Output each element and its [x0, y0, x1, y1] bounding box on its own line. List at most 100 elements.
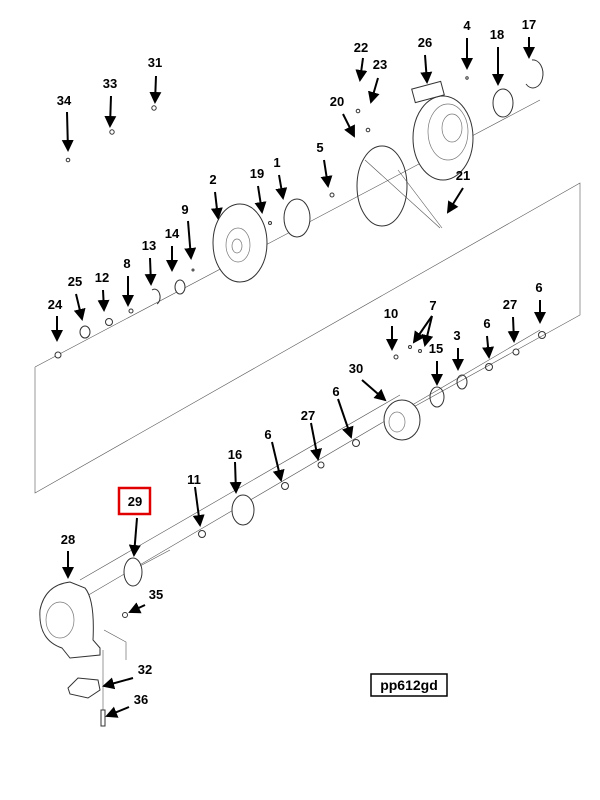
part-30-bearing-housing[interactable] — [383, 399, 421, 441]
callout-11[interactable]: 11 — [187, 472, 201, 487]
callout-arrow-26 — [420, 54, 433, 84]
part-25[interactable] — [79, 325, 91, 339]
part-10[interactable] — [393, 354, 399, 360]
callout-arrow-5 — [320, 159, 333, 188]
callout-4[interactable]: 4 — [463, 18, 471, 33]
callout-33[interactable]: 33 — [103, 76, 117, 91]
callout-6[interactable]: 6 — [332, 384, 339, 399]
part-27-b[interactable] — [317, 461, 325, 469]
part-18[interactable] — [492, 88, 514, 118]
callout-13[interactable]: 13 — [142, 238, 156, 253]
callout-2[interactable]: 2 — [209, 172, 216, 187]
callout-arrow-12 — [97, 289, 110, 312]
callout-20[interactable]: 20 — [330, 94, 344, 109]
callout-arrow-11 — [192, 486, 205, 527]
part-12[interactable] — [105, 318, 113, 326]
part-22[interactable] — [355, 108, 361, 114]
callout-5[interactable]: 5 — [316, 140, 323, 155]
callout-28[interactable]: 28 — [61, 532, 75, 547]
callout-27[interactable]: 27 — [301, 408, 315, 423]
part-28-turbine-housing[interactable] — [39, 581, 101, 659]
part-8[interactable] — [128, 308, 134, 314]
diagram-code-box: pp612gd — [370, 673, 448, 697]
part-6-b[interactable] — [538, 331, 546, 339]
part-9[interactable] — [191, 268, 195, 272]
callout-6[interactable]: 6 — [483, 316, 490, 331]
callout-arrow-27 — [310, 422, 322, 461]
callout-arrow-34 — [61, 111, 74, 152]
part-2-backplate[interactable] — [212, 203, 268, 283]
part-3[interactable] — [456, 374, 468, 390]
callout-27[interactable]: 27 — [503, 297, 517, 312]
callout-23[interactable]: 23 — [373, 57, 387, 72]
part-1-compressor-wheel[interactable] — [283, 198, 311, 238]
part-34[interactable] — [65, 157, 71, 163]
callout-18[interactable]: 18 — [490, 27, 504, 42]
part-5[interactable] — [329, 192, 335, 198]
diagram-code: pp612gd — [380, 677, 438, 693]
part-21[interactable] — [397, 169, 443, 229]
callout-1[interactable]: 1 — [273, 155, 280, 170]
callout-7[interactable]: 7 — [429, 298, 436, 313]
part-6-a[interactable] — [485, 363, 493, 371]
callout-arrow-36 — [105, 706, 130, 718]
callout-arrow-31 — [149, 75, 162, 104]
part-27-a[interactable] — [512, 348, 520, 356]
part-15[interactable] — [429, 386, 445, 408]
part-29-turbine-wheel[interactable] — [123, 549, 171, 587]
part-32-gasket[interactable] — [67, 677, 101, 699]
part-17[interactable] — [525, 59, 544, 89]
part-20-clamp[interactable] — [356, 145, 408, 227]
part-4[interactable] — [465, 76, 469, 80]
callout-31[interactable]: 31 — [148, 55, 162, 70]
part-33[interactable] — [109, 129, 115, 135]
part-11[interactable] — [198, 530, 206, 538]
part-6-d[interactable] — [281, 482, 289, 490]
callout-21[interactable]: 21 — [456, 168, 470, 183]
callout-26[interactable]: 26 — [418, 35, 432, 50]
part-35[interactable] — [122, 612, 128, 618]
part-26-compressor-housing[interactable] — [411, 80, 474, 181]
part-36-bolt[interactable] — [100, 709, 106, 727]
callout-arrow-7 — [412, 315, 433, 344]
callout-arrow-23 — [368, 77, 380, 104]
callout-17[interactable]: 17 — [522, 17, 536, 32]
callout-32[interactable]: 32 — [138, 662, 152, 677]
callout-24[interactable]: 24 — [48, 297, 63, 312]
callout-19[interactable]: 19 — [250, 166, 264, 181]
part-6-c[interactable] — [352, 439, 360, 447]
callout-22[interactable]: 22 — [354, 40, 368, 55]
part-19[interactable] — [268, 221, 272, 225]
callout-25[interactable]: 25 — [68, 274, 82, 289]
callout-30[interactable]: 30 — [349, 361, 363, 376]
part-23[interactable] — [365, 127, 371, 133]
callout-arrow-7 — [421, 315, 434, 347]
callout-6[interactable]: 6 — [535, 280, 542, 295]
part-24[interactable] — [54, 351, 62, 359]
callout-12[interactable]: 12 — [95, 270, 109, 285]
callout-14[interactable]: 14 — [165, 226, 180, 241]
callout-15[interactable]: 15 — [429, 341, 443, 356]
part-31[interactable] — [151, 105, 157, 111]
part-7a[interactable] — [408, 345, 412, 349]
callout-8[interactable]: 8 — [123, 256, 130, 271]
part-7b[interactable] — [418, 349, 422, 353]
callout-29-highlighted[interactable]: 29 — [128, 494, 142, 509]
part-16-heat-shield[interactable] — [231, 494, 255, 526]
part-14[interactable] — [174, 279, 186, 295]
callout-arrow-6 — [271, 441, 285, 482]
callout-35[interactable]: 35 — [149, 587, 163, 602]
callout-16[interactable]: 16 — [228, 447, 242, 462]
callout-36[interactable]: 36 — [134, 692, 148, 707]
callout-9[interactable]: 9 — [181, 202, 188, 217]
callout-arrow-25 — [73, 293, 86, 321]
part-13[interactable] — [151, 288, 161, 305]
callout-10[interactable]: 10 — [384, 306, 398, 321]
callout-6[interactable]: 6 — [264, 427, 271, 442]
callout-arrow-27 — [507, 316, 520, 343]
callout-34[interactable]: 34 — [57, 93, 72, 108]
callout-3[interactable]: 3 — [453, 328, 460, 343]
small-parts — [54, 76, 546, 618]
